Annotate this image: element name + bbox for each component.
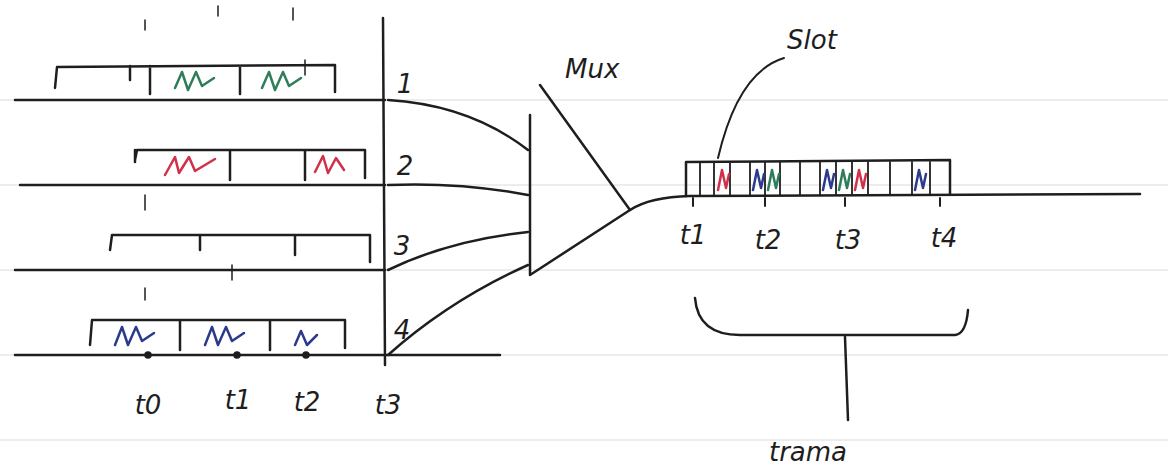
time-label: t4 (931, 225, 958, 251)
time-label: t2 (294, 389, 321, 415)
slot-data (768, 170, 779, 190)
time-label: t1 (225, 387, 252, 413)
channel-line (15, 99, 385, 102)
time-label: t0 (135, 392, 162, 418)
packet-boxes (55, 65, 335, 94)
slot-data (839, 170, 850, 190)
data-scribble (165, 157, 215, 175)
ruled-paper (0, 100, 1168, 440)
time-tick (693, 198, 940, 206)
slot-data (753, 170, 764, 190)
mux-label: Mux (565, 56, 619, 82)
time-tick (145, 6, 305, 300)
multiplexer: Mux (515, 50, 650, 285)
time-tick (304, 353, 309, 358)
frame-outline (686, 160, 950, 196)
packet-boxes (90, 320, 345, 350)
time-label: t1 (680, 222, 707, 248)
slot-data (855, 170, 866, 190)
time-tick (235, 353, 240, 358)
channel-line (15, 269, 385, 272)
leader-line (718, 58, 784, 158)
input-line (388, 232, 528, 270)
time-label: t3 (835, 227, 862, 253)
channel-line (20, 184, 385, 187)
packet-boxes (135, 150, 365, 180)
data-scribble (115, 327, 154, 345)
frame-bracket (695, 298, 968, 420)
packet-boxes (110, 235, 370, 262)
slot-data (718, 170, 729, 190)
data-scribble (295, 331, 317, 345)
input-line (388, 184, 528, 195)
sampling-line (383, 18, 385, 365)
time-tick (146, 353, 151, 358)
data-scribble (175, 72, 214, 90)
channel-number: 4 (394, 317, 411, 343)
data-scribble (262, 72, 301, 90)
channel-number: 3 (394, 233, 411, 259)
time-label: t2 (755, 227, 782, 253)
output-line (630, 194, 1140, 210)
data-scribble (205, 327, 244, 345)
time-label: t3 (375, 392, 402, 418)
channel-number: 2 (397, 153, 414, 179)
slot-data (823, 170, 834, 190)
slot-data (915, 170, 926, 190)
input-line (388, 100, 528, 150)
mux-triangle (515, 50, 650, 285)
mux-outline (530, 85, 630, 275)
channel-number: 1 (397, 71, 414, 97)
input-line (388, 265, 528, 355)
data-scribble (315, 156, 344, 173)
slot-divider (700, 162, 930, 195)
callout-label: trama (769, 439, 847, 465)
callout-label: Slot (787, 27, 837, 53)
channel-line (15, 354, 500, 357)
